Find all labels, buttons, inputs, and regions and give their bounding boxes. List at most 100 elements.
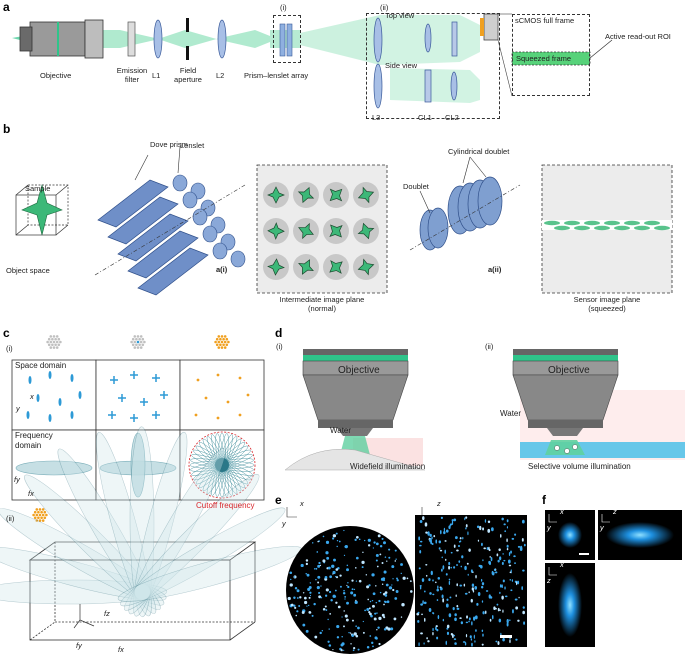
bead-spot [482, 633, 484, 637]
bead-spot [418, 642, 420, 647]
label-space-domain: Space domain [15, 361, 67, 370]
space-point [108, 411, 116, 419]
bead-spot [438, 547, 441, 550]
hex-dot [139, 340, 143, 344]
bead-spot [466, 615, 468, 619]
bead-spot [459, 617, 462, 620]
label-intermediate: Intermediate image plane (normal) [252, 295, 392, 313]
bead-spot [296, 597, 299, 599]
bead-spot [510, 589, 513, 592]
bead-spot [440, 516, 444, 520]
hex-dot [133, 335, 137, 338]
bead-spot [324, 576, 328, 579]
bead-spot [314, 635, 318, 639]
bead-spot [364, 609, 367, 612]
bead-spot [369, 600, 372, 603]
bead-spot [419, 544, 422, 547]
space-point [194, 413, 198, 417]
space-point [78, 391, 82, 399]
bead-spot [464, 565, 467, 571]
label-c-fy: fy [14, 475, 20, 484]
bead-spot [432, 579, 434, 582]
hex-dot [52, 340, 56, 344]
bead-spot [327, 566, 331, 570]
bead-spot [449, 596, 452, 599]
bead-spot [351, 619, 354, 622]
bead-spot [307, 604, 310, 607]
hex-dot [35, 513, 39, 517]
bead-spot [509, 571, 512, 574]
bead-spot [449, 523, 453, 526]
hex-dot [52, 335, 56, 338]
bead-spot [428, 607, 432, 613]
label-field-aperture-text: Field aperture [174, 66, 202, 84]
sensor-full-frame [512, 14, 590, 96]
bead-spot [435, 625, 438, 628]
hex-dot [54, 343, 57, 347]
bead-spot [340, 643, 344, 647]
bead-spot [392, 578, 394, 580]
squeezed-image [624, 220, 640, 226]
bead-spot [506, 538, 508, 543]
bead-spot [424, 522, 428, 527]
bead-spot [442, 565, 445, 570]
bead-spot [400, 572, 402, 575]
bead-spot [344, 614, 348, 618]
bead-spot [484, 519, 487, 523]
bead-spot [454, 613, 457, 617]
sample-image [329, 260, 343, 274]
bead-spot [432, 612, 434, 614]
bead-spot [351, 634, 355, 637]
bead-spot [367, 598, 370, 601]
bead-spot [383, 600, 386, 603]
bead-spot [325, 609, 328, 611]
hex-dot [220, 340, 224, 344]
label-e-z: z [437, 499, 441, 508]
bead-spot [396, 579, 399, 582]
bead-spot [502, 553, 504, 555]
bead-spot [299, 596, 302, 599]
bead-spot [376, 629, 378, 631]
bead-spot [475, 629, 477, 633]
bead-spot [424, 617, 426, 622]
bead-spot [366, 585, 370, 589]
label-field-aperture: Field aperture [168, 66, 208, 84]
bead-spot [372, 592, 376, 596]
bead-spot [442, 618, 445, 622]
bead-spot [321, 630, 324, 632]
hex-dot [45, 513, 48, 517]
space-point [216, 373, 220, 377]
bead-spot [378, 642, 381, 646]
label-d-sub-ii: (ii) [485, 342, 494, 351]
bead-spot [445, 529, 449, 533]
sample-image [298, 222, 314, 240]
bead-spot [485, 590, 489, 592]
label-l2: L2 [216, 71, 225, 80]
hex-dot [138, 343, 141, 347]
bead-spot [304, 596, 307, 600]
bead-spot [448, 525, 451, 530]
space-point [130, 371, 138, 379]
bead-spot [308, 596, 311, 599]
otf-3d-lobe [0, 508, 165, 606]
bead-spot [396, 577, 398, 580]
hex-dot [217, 335, 221, 338]
bead-spot [419, 584, 422, 587]
bead-spot [456, 607, 460, 610]
bead-spot [496, 553, 499, 557]
bead-spot [361, 566, 364, 569]
bead-spot [334, 589, 337, 592]
otf-3d-lobe [120, 507, 286, 607]
bead-spot [373, 617, 377, 621]
bead-spot [343, 554, 346, 556]
bead-spot [302, 592, 305, 594]
bead-spot [508, 552, 511, 557]
hex-dot [51, 337, 54, 341]
hex-dot [227, 340, 230, 344]
hex-dot [220, 335, 224, 338]
bead-spot [366, 645, 370, 649]
bead-spot [512, 609, 514, 614]
bead-spot [306, 605, 308, 607]
bead-spot [489, 618, 492, 622]
bead-spot [487, 528, 491, 533]
